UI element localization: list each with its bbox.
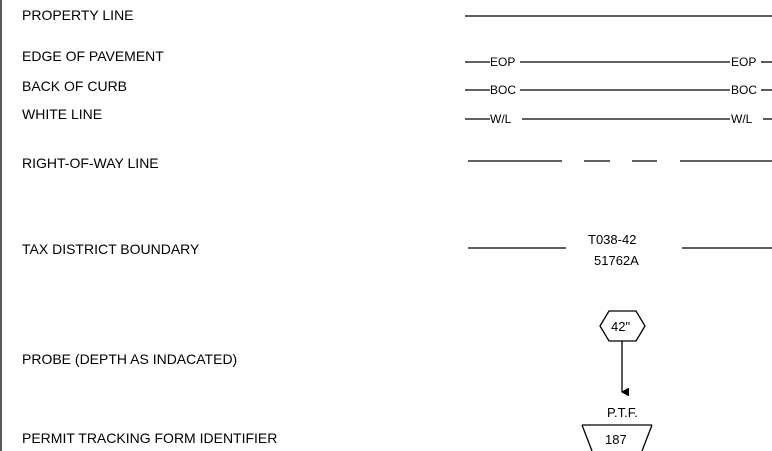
back-of-curb-label: BACK OF CURB xyxy=(22,78,127,94)
eop-right-tag: EOP xyxy=(731,55,756,69)
probe-symbol: 42" xyxy=(599,310,646,392)
wl-left-tag: W/L xyxy=(490,112,512,126)
permit-number: 187 xyxy=(605,432,627,447)
probe-hexagon xyxy=(599,310,646,342)
edge-of-pavement-symbol: EOP EOP xyxy=(465,55,772,69)
edge-of-pavement-label: EDGE OF PAVEMENT xyxy=(22,48,164,64)
right-of-way-label: RIGHT-OF-WAY LINE xyxy=(22,155,159,171)
white-line-symbol: W/L W/L xyxy=(465,112,772,126)
white-line-label: WHITE LINE xyxy=(22,106,102,122)
permit-heading: P.T.F. xyxy=(607,405,638,420)
back-of-curb-symbol: BOC BOC xyxy=(465,83,772,97)
probe-depth: 42" xyxy=(611,319,630,334)
tax-district-code-top: T038-42 xyxy=(588,232,636,247)
tax-district-label: TAX DISTRICT BOUNDARY xyxy=(22,241,200,257)
probe-label: PROBE (DEPTH AS INDACATED) xyxy=(22,351,237,367)
permit-trapezoid xyxy=(581,424,653,451)
permit-symbol: P.T.F. 187 xyxy=(581,405,653,451)
tax-district-symbol: T038-42 51762A xyxy=(468,232,772,268)
property-line-label: PROPERTY LINE xyxy=(22,7,134,23)
permit-label: PERMIT TRACKING FORM IDENTIFIER xyxy=(22,430,277,446)
eop-left-tag: EOP xyxy=(490,55,515,69)
boc-right-tag: BOC xyxy=(731,83,757,97)
boc-left-tag: BOC xyxy=(490,83,516,97)
wl-right-tag: W/L xyxy=(731,112,753,126)
tax-district-code-bottom: 51762A xyxy=(594,253,639,268)
